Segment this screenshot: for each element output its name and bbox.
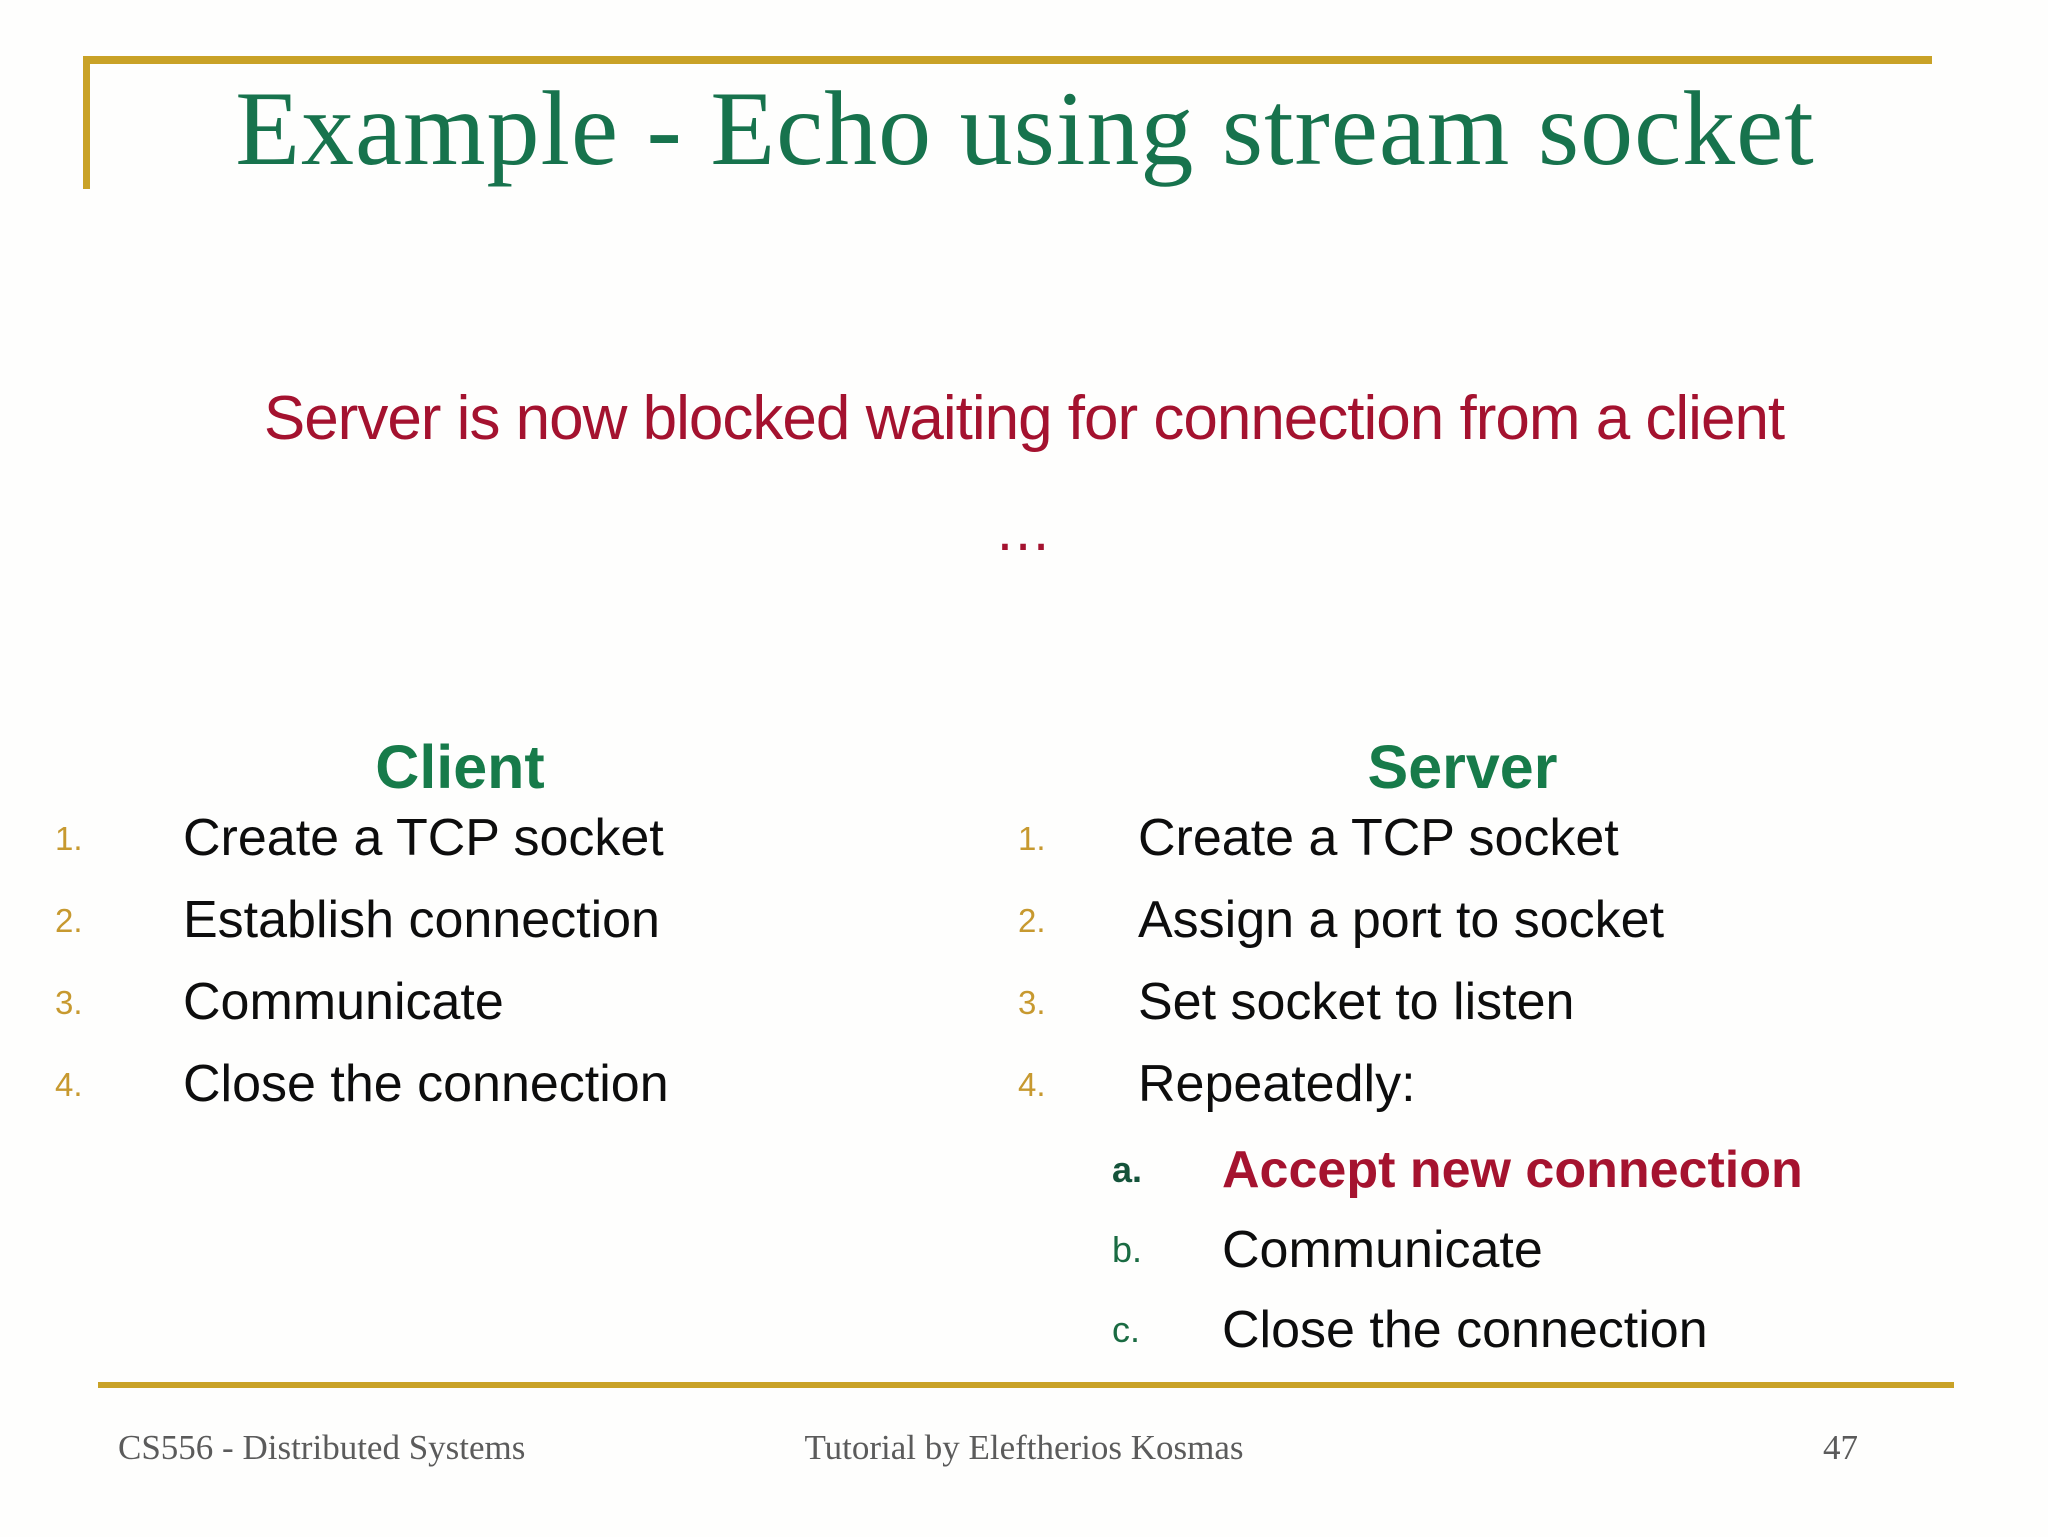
footer-credit: Tutorial by Eleftherios Kosmas (804, 1428, 1244, 1467)
item-label: Create a TCP socket (1138, 809, 1619, 867)
item-marker: 3. (55, 983, 83, 1021)
client-list-item: 1. Create a TCP socket (40, 797, 940, 879)
server-list-item: 4. Repeatedly: (1005, 1043, 2005, 1125)
server-sub-list: a. Accept new connection b. Communicate … (1095, 1130, 2045, 1370)
item-marker: a. (1112, 1149, 1143, 1190)
item-label: Communicate (183, 973, 504, 1031)
footer-course: CS556 - Distributed Systems (118, 1428, 526, 1467)
footer-divider-line (98, 1382, 1954, 1388)
item-marker: 2. (1018, 901, 1046, 939)
page-number: 47 (1823, 1428, 1858, 1467)
item-marker: 2. (55, 901, 83, 939)
client-header: Client (375, 733, 545, 801)
item-marker: c. (1112, 1309, 1141, 1350)
top-border-line (83, 56, 1932, 64)
item-marker: 1. (1018, 819, 1046, 857)
server-sub-item: c. Close the connection (1095, 1290, 2045, 1370)
item-marker: 4. (55, 1065, 83, 1103)
server-sub-item: b. Communicate (1095, 1210, 2045, 1290)
slide-title: Example - Echo using stream socket (235, 70, 1815, 187)
item-label: Establish connection (183, 891, 660, 949)
client-list-item: 3. Communicate (40, 961, 940, 1043)
item-marker: 1. (55, 819, 83, 857)
subtitle-line1: Server is now blocked waiting for connec… (263, 384, 1785, 453)
left-border-line (83, 56, 90, 189)
item-label: Repeatedly: (1138, 1055, 1416, 1113)
item-label: Close the connection (1222, 1301, 1708, 1359)
item-marker: 3. (1018, 983, 1046, 1021)
item-label: Accept new connection (1222, 1141, 1803, 1199)
item-marker: b. (1112, 1229, 1143, 1270)
subtitle: Server is now blocked waiting for connec… (0, 388, 2048, 560)
server-list-item: 3. Set socket to listen (1005, 961, 2005, 1043)
client-list: 1. Create a TCP socket 2. Establish conn… (40, 797, 940, 1125)
server-header: Server (1367, 733, 1558, 801)
client-list-item: 4. Close the connection (40, 1043, 940, 1125)
server-list-item: 2. Assign a port to socket (1005, 879, 2005, 961)
item-label: Close the connection (183, 1055, 669, 1113)
server-list: 1. Create a TCP socket 2. Assign a port … (1005, 797, 2005, 1125)
subtitle-ellipsis: ... (996, 498, 1052, 563)
footer: CS556 - Distributed Systems Tutorial by … (0, 1428, 2048, 1488)
server-sub-item-accept: a. Accept new connection (1095, 1130, 2045, 1210)
server-list-item: 1. Create a TCP socket (1005, 797, 2005, 879)
item-label: Communicate (1222, 1221, 1543, 1279)
item-label: Create a TCP socket (183, 809, 664, 867)
item-label: Assign a port to socket (1138, 891, 1665, 949)
client-list-item: 2. Establish connection (40, 879, 940, 961)
item-marker: 4. (1018, 1065, 1046, 1103)
item-label: Set socket to listen (1138, 973, 1575, 1031)
